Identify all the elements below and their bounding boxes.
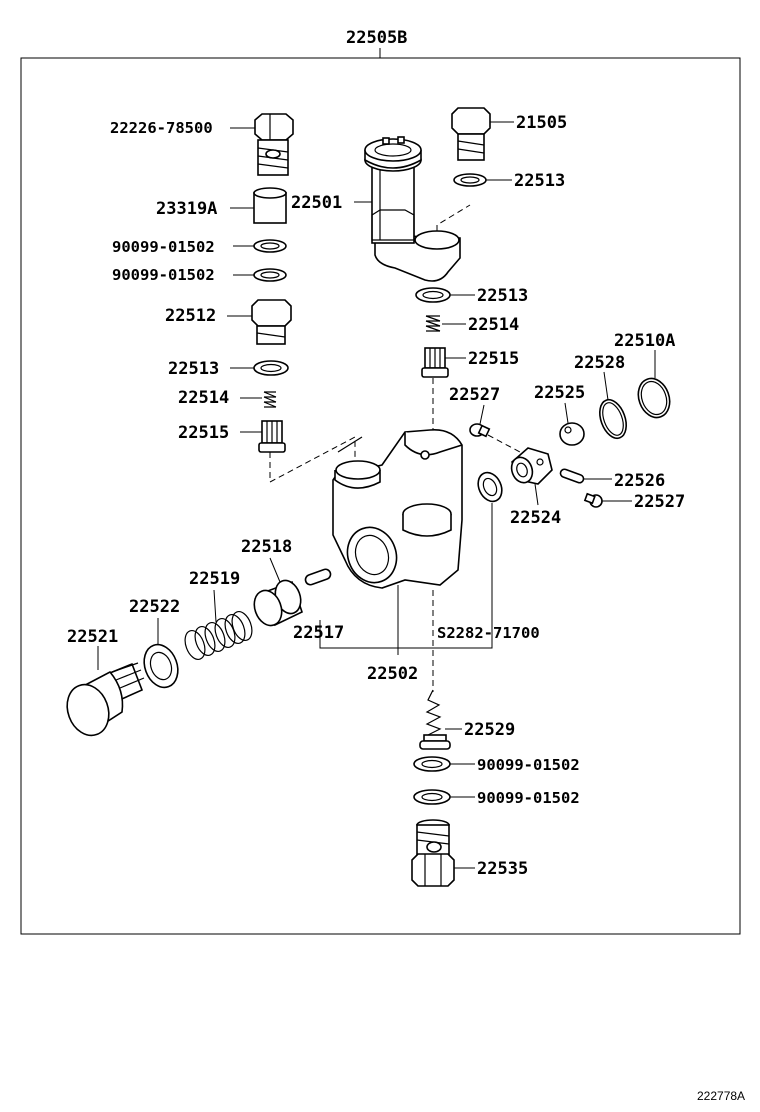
banjo-bolt-top-left [254, 113, 294, 176]
piston [253, 579, 303, 627]
pump-body [332, 428, 463, 589]
label-pump-housing-top: 22501 [291, 193, 342, 213]
label-assembly: 22505B [346, 28, 407, 48]
plug-left [251, 299, 292, 345]
label-body-kit: S2282-71700 [437, 624, 540, 642]
washer-d [413, 789, 451, 805]
screw-b [583, 492, 603, 508]
label-valve-center: 22515 [468, 349, 519, 369]
washer-b [253, 268, 287, 282]
spring-left [263, 391, 277, 408]
valve-left [258, 420, 286, 453]
cap [559, 422, 585, 446]
label-spring-large: 22519 [189, 569, 240, 589]
sleeve [253, 187, 287, 224]
label-gasket-center: 22513 [477, 286, 528, 306]
spring-large [184, 610, 253, 661]
o-ring [637, 377, 671, 419]
label-spring-left: 22514 [178, 388, 229, 408]
label-snap-ring: 22528 [574, 353, 625, 373]
label-plug-left: 22512 [165, 306, 216, 326]
strainer [419, 689, 451, 750]
label-small-pin: 22517 [293, 623, 344, 643]
label-washer-b: 90099-01502 [112, 266, 215, 284]
gasket-top-right [453, 173, 487, 187]
gasket-large [143, 643, 179, 689]
label-sleeve: 23319A [156, 199, 217, 219]
washer-a [253, 239, 287, 253]
label-banjo-bolt: 22226-78500 [110, 119, 213, 137]
label-bolt-top-right: 21505 [516, 113, 567, 133]
pin [559, 468, 585, 484]
label-valve-left: 22515 [178, 423, 229, 443]
label-washer-c: 90099-01502 [477, 756, 580, 774]
union-bolt [411, 819, 455, 887]
label-gasket-left: 22513 [168, 359, 219, 379]
lever [510, 447, 553, 485]
oil-seal [477, 471, 503, 503]
label-plug-large: 22521 [67, 627, 118, 647]
label-screw-b: 22527 [634, 492, 685, 512]
spring-center [425, 315, 441, 332]
pump-housing-top [364, 136, 461, 282]
label-spring-center: 22514 [468, 315, 519, 335]
bolt-top-right [451, 107, 491, 161]
label-gasket-large: 22522 [129, 597, 180, 617]
label-washer-d: 90099-01502 [477, 789, 580, 807]
gasket-center [415, 287, 451, 303]
label-lever: 22524 [510, 508, 561, 528]
label-pump-body: 22502 [367, 664, 418, 684]
valve-center [421, 347, 449, 378]
gasket-left [253, 360, 289, 376]
label-gasket-top-right: 22513 [514, 171, 565, 191]
reference-code: 222778A [697, 1089, 745, 1103]
small-pin [304, 568, 332, 586]
label-pin: 22526 [614, 471, 665, 491]
label-screw-a: 22527 [449, 385, 500, 405]
label-strainer: 22529 [464, 720, 515, 740]
label-o-ring: 22510A [614, 331, 675, 351]
label-union-bolt: 22535 [477, 859, 528, 879]
label-piston: 22518 [241, 537, 292, 557]
washer-c [413, 756, 451, 772]
snap-ring [599, 398, 627, 440]
label-cap: 22525 [534, 383, 585, 403]
plug-large [66, 662, 145, 737]
screw-a [469, 423, 491, 438]
label-washer-a: 90099-01502 [112, 238, 215, 256]
